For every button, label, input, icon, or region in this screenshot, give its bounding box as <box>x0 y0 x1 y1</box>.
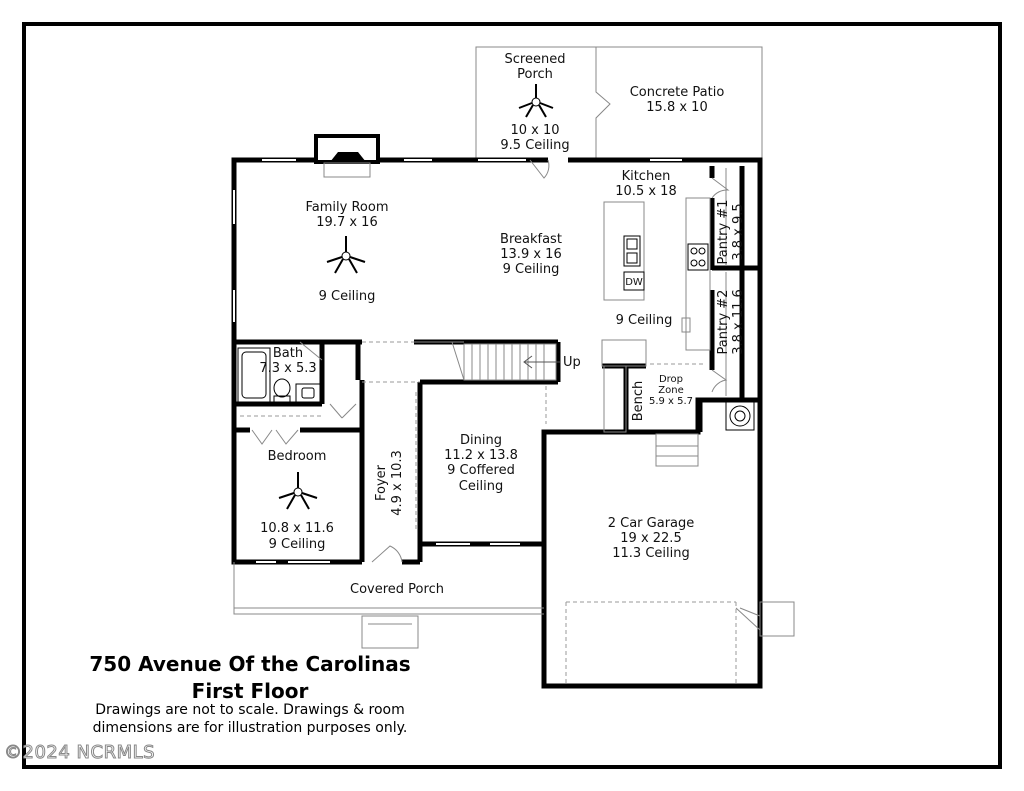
family-room-label: Family Room <box>306 200 389 215</box>
drop-zone-label-2: Zone <box>658 385 683 396</box>
dining-ceiling-1: 9 Coffered <box>447 463 515 478</box>
breakfast-dims: 13.9 x 16 <box>500 247 561 262</box>
family-room-ceiling: 9 Ceiling <box>319 289 376 304</box>
dishwasher-label: DW <box>625 277 643 288</box>
screened-porch-ceiling: 9.5 Ceiling <box>500 138 569 153</box>
bedroom-dims: 10.8 x 11.6 <box>260 521 334 536</box>
kitchen-ceiling: 9 Ceiling <box>616 313 673 328</box>
bench-label: Bench <box>631 381 646 422</box>
disclaimer-line-1: Drawings are not to scale. Drawings & ro… <box>95 702 405 718</box>
foyer-dims: 4.9 x 10.3 <box>390 450 405 516</box>
screened-porch-label-2: Porch <box>517 67 553 82</box>
screened-porch-dims: 10 x 10 <box>510 123 559 138</box>
ceiling-fan-icon <box>278 472 318 510</box>
bath-door <box>299 341 323 361</box>
pantry1-dims: 3.8 x 9.5 <box>731 203 746 260</box>
dishwasher <box>623 271 645 291</box>
interior-walls <box>234 166 760 433</box>
pantry2-label: Pantry #2 <box>716 290 731 355</box>
family-room-dims: 19.7 x 16 <box>316 215 377 230</box>
disclaimer-line-2: dimensions are for illustration purposes… <box>92 720 408 736</box>
bedroom-label: Bedroom <box>268 449 327 464</box>
drop-zone-label-1: Drop <box>659 374 683 385</box>
toilet-icon <box>273 378 291 403</box>
page-frame <box>22 22 1002 769</box>
dining-dims: 11.2 x 13.8 <box>444 448 518 463</box>
kitchen-island <box>603 201 645 301</box>
openings <box>362 341 737 686</box>
range-icon <box>687 243 709 271</box>
screened-porch-label-1: Screened <box>505 52 566 67</box>
windows <box>233 159 682 563</box>
garage-label: 2 Car Garage <box>608 516 695 531</box>
bathtub <box>237 347 271 403</box>
garage-dims: 19 x 22.5 <box>620 531 681 546</box>
garage-ceiling: 11.3 Ceiling <box>612 546 689 561</box>
counter <box>601 197 711 433</box>
dining-label: Dining <box>460 433 502 448</box>
floor-title: First Floor <box>191 679 309 703</box>
stairs-up-label: Up <box>563 355 581 370</box>
foyer-label: Foyer <box>374 464 389 501</box>
pantry2-dims: 3.8 x 11.6 <box>731 289 746 355</box>
door-swing-icon <box>251 159 761 631</box>
screened-porch-outline <box>475 46 611 160</box>
pantry1-label: Pantry #1 <box>716 200 731 265</box>
garage-steps <box>655 433 699 467</box>
kitchen-dims: 10.5 x 18 <box>615 184 676 199</box>
ceiling-fan-icon <box>518 84 554 118</box>
watermark: ©2024 NCRMLS <box>3 742 156 764</box>
staircase <box>414 341 560 381</box>
drop-zone-dims: 5.9 x 5.7 <box>649 396 693 407</box>
sink-icon <box>623 235 641 267</box>
property-address: 750 Avenue Of the Carolinas <box>89 652 411 676</box>
concrete-patio-outline <box>596 46 763 160</box>
water-heater-icon <box>725 401 755 431</box>
breakfast-ceiling: 9 Ceiling <box>503 262 560 277</box>
kitchen-label: Kitchen <box>622 169 671 184</box>
bedroom-ceiling: 9 Ceiling <box>269 537 326 552</box>
bath-label: Bath <box>273 346 303 361</box>
ceiling-fan-icon <box>326 236 366 274</box>
fireplace <box>314 134 380 178</box>
concrete-patio-label: Concrete Patio <box>630 85 725 100</box>
bath-vanity <box>295 383 321 403</box>
concrete-patio-dims: 15.8 x 10 <box>646 100 707 115</box>
dining-ceiling-2: Ceiling <box>459 479 503 494</box>
garage-side-door <box>739 601 795 637</box>
bath-dims: 7.3 x 5.3 <box>259 361 316 376</box>
exterior-walls <box>231 157 763 689</box>
breakfast-label: Breakfast <box>500 232 562 247</box>
covered-porch-outline <box>233 562 544 649</box>
covered-porch-label: Covered Porch <box>350 582 444 597</box>
